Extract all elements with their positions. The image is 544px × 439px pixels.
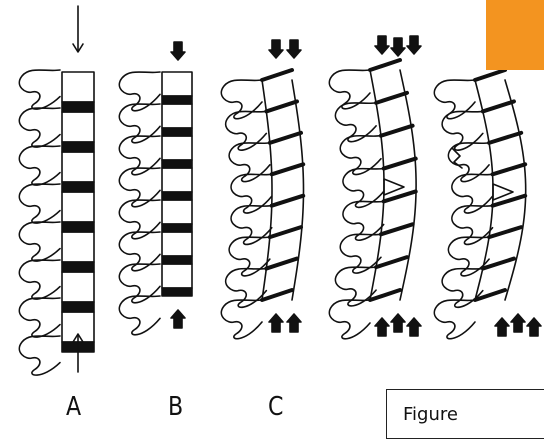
column-anterior-edge (400, 70, 416, 300)
vertebral-body (62, 112, 94, 142)
vertebral-body (62, 232, 94, 262)
spinous-process (19, 184, 60, 223)
intervertebral-disc (62, 222, 94, 232)
intervertebral-disc (381, 224, 413, 234)
bold-arrow (407, 36, 421, 54)
spinous-process (221, 300, 262, 339)
panel-label-b: B (168, 392, 183, 422)
intervertebral-disc (162, 160, 192, 168)
spinous-process (221, 80, 262, 119)
vertebral-body (162, 104, 192, 128)
panel-e-column (434, 70, 541, 339)
intervertebral-disc (62, 102, 94, 112)
panel-label-c: C (268, 392, 283, 422)
vertebral-body (162, 168, 192, 192)
column-anterior-edge (292, 80, 304, 300)
intervertebral-disc (62, 182, 94, 192)
bold-arrow (287, 314, 301, 332)
intervertebral-disc (384, 159, 416, 169)
fractured-wedge (493, 184, 513, 200)
intervertebral-disc (272, 164, 303, 174)
fractured-wedge (384, 179, 404, 195)
orange-corner-tab (486, 0, 544, 70)
bold-arrow (407, 318, 421, 336)
spinous-process (19, 70, 60, 109)
vertebral-body (62, 272, 94, 302)
spinous-process (226, 111, 267, 150)
intervertebral-disc (62, 142, 94, 152)
bold-arrow (287, 40, 301, 58)
bold-arrow (391, 38, 405, 56)
intervertebral-disc (162, 288, 192, 296)
panel-b-column (119, 42, 192, 335)
intervertebral-disc (162, 96, 192, 104)
bold-arrow (511, 314, 525, 332)
spinous-process (19, 108, 60, 147)
intervertebral-disc (162, 192, 192, 200)
intervertebral-disc (266, 101, 297, 111)
panel-a-column (19, 6, 94, 375)
spinous-process (19, 336, 60, 375)
intervertebral-disc (270, 227, 301, 237)
intervertebral-disc (493, 196, 526, 206)
vertebral-body (162, 232, 192, 256)
spinous-process (442, 111, 483, 150)
vertebral-body (162, 72, 192, 96)
vertebral-body (162, 200, 192, 224)
intervertebral-disc (262, 70, 292, 80)
intervertebral-disc (266, 259, 297, 269)
intervertebral-disc (475, 70, 505, 80)
bold-arrow (375, 318, 389, 336)
bold-arrow (269, 40, 283, 58)
intervertebral-disc (62, 302, 94, 312)
intervertebral-disc (381, 126, 413, 136)
intervertebral-disc (162, 256, 192, 264)
figure-caption-text: Figure (403, 404, 458, 425)
bold-arrow (495, 318, 509, 336)
bold-arrow (269, 314, 283, 332)
figure-caption-box: Figure (386, 389, 544, 439)
vertebral-body (62, 192, 94, 222)
intervertebral-disc (493, 164, 526, 174)
vertebral-body (162, 136, 192, 160)
intervertebral-disc (272, 196, 303, 206)
intervertebral-disc (62, 262, 94, 272)
spinous-process (19, 146, 60, 185)
intervertebral-disc (489, 133, 521, 143)
panel-label-a: A (66, 392, 81, 422)
intervertebral-disc (270, 133, 301, 143)
spinous-process (19, 260, 60, 299)
intervertebral-disc (370, 60, 400, 70)
bold-arrow (171, 310, 185, 328)
bold-arrow (375, 36, 389, 54)
vertebral-body (62, 72, 94, 102)
intervertebral-disc (376, 93, 407, 103)
vertebral-body (62, 152, 94, 182)
intervertebral-disc (162, 128, 192, 136)
intervertebral-disc (483, 101, 514, 111)
intervertebral-disc (489, 227, 521, 237)
panel-c-column (221, 40, 303, 339)
vertebral-column-diagram (0, 0, 544, 427)
bold-arrow (527, 318, 541, 336)
bold-arrow (391, 314, 405, 332)
spinous-process (434, 80, 475, 119)
spinous-process (19, 298, 60, 337)
bold-arrow (171, 42, 185, 60)
vertebral-body (162, 264, 192, 288)
intervertebral-disc (162, 224, 192, 232)
panel-d-column (329, 36, 421, 339)
spinous-process (19, 222, 60, 261)
